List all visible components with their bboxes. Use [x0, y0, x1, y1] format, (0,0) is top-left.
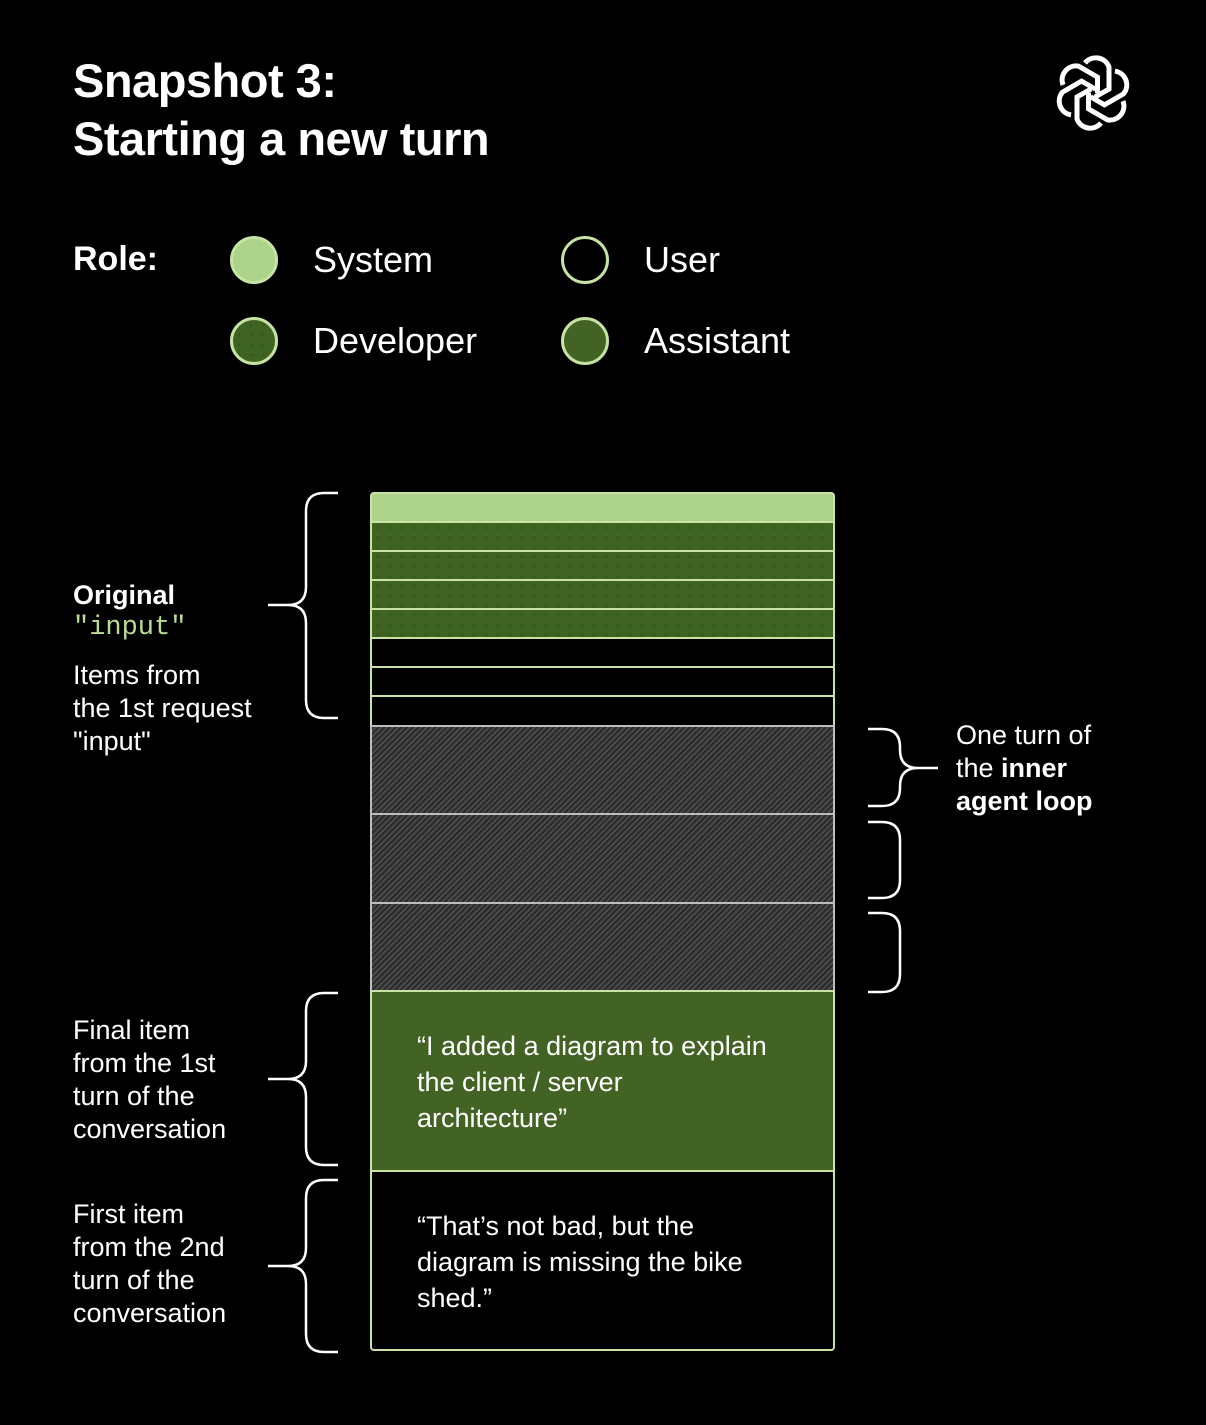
- inner-loop-line: the: [956, 753, 1002, 783]
- final-line: conversation: [73, 1114, 227, 1144]
- original-desc: "input": [73, 726, 151, 756]
- annotation-final-item: Final item from the 1st turn of the conv…: [73, 1014, 226, 1146]
- annotation-inner-agent-loop: One turn of the inner agent loop: [956, 719, 1093, 818]
- final-line: turn of the: [73, 1081, 195, 1111]
- inner-loop-line: One turn of: [956, 720, 1092, 750]
- first-line: turn of the: [73, 1265, 195, 1295]
- assistant-quote: “I added a diagram to explain the client…: [417, 1031, 767, 1133]
- brace-agent-loop-1: [868, 727, 938, 808]
- stack-item-agent-loop: [370, 725, 835, 815]
- legend-assistant-label: Assistant: [644, 320, 791, 361]
- stack-item-user: [370, 637, 835, 668]
- legend-assistant-swatch: [561, 317, 609, 365]
- original-desc: Items from: [73, 660, 201, 690]
- original-code: "input": [73, 613, 187, 643]
- legend-user-label: User: [644, 239, 721, 280]
- page-title: Snapshot 3: Starting a new turn: [73, 52, 490, 168]
- final-line: from the 1st: [73, 1048, 216, 1078]
- legend-system-label: System: [313, 239, 434, 280]
- inner-loop-bold: inner: [1001, 753, 1068, 783]
- legend-system-swatch: [230, 236, 278, 284]
- brace-first-item: [268, 1178, 338, 1354]
- title-line-2: Starting a new turn: [73, 112, 490, 165]
- legend-user-swatch: [561, 236, 609, 284]
- inner-loop-bold: agent loop: [956, 786, 1093, 816]
- stack-item-user-new: “That’s not bad, but the diagram is miss…: [370, 1170, 835, 1351]
- original-title: Original: [73, 580, 176, 610]
- annotation-first-item: First item from the 2nd turn of the conv…: [73, 1198, 226, 1330]
- legend-developer-label: Developer: [313, 320, 478, 361]
- brace-agent-loop-3: [868, 911, 902, 994]
- original-desc: the 1st request: [73, 693, 252, 723]
- stack-item-developer: [370, 608, 835, 639]
- user-quote: “That’s not bad, but the diagram is miss…: [417, 1211, 743, 1313]
- first-line: conversation: [73, 1298, 227, 1328]
- legend-developer-swatch: [230, 317, 278, 365]
- final-line: Final item: [73, 1015, 191, 1045]
- legend-label: Role:: [73, 240, 158, 278]
- first-line: from the 2nd: [73, 1232, 225, 1262]
- title-line-1: Snapshot 3:: [73, 54, 337, 107]
- first-line: First item: [73, 1199, 184, 1229]
- stack-item-agent-loop: [370, 902, 835, 992]
- stack-item-agent-loop: [370, 813, 835, 904]
- annotation-original-input: Original "input" Items from the 1st requ…: [73, 579, 252, 758]
- openai-logo-icon: [1056, 55, 1130, 131]
- stack-item-assistant: “I added a diagram to explain the client…: [370, 990, 835, 1172]
- stack-item-developer: [370, 550, 835, 581]
- brace-agent-loop-2: [868, 820, 902, 900]
- brace-final-item: [268, 991, 338, 1167]
- stack-item-developer: [370, 521, 835, 552]
- brace-original-input: [268, 491, 338, 720]
